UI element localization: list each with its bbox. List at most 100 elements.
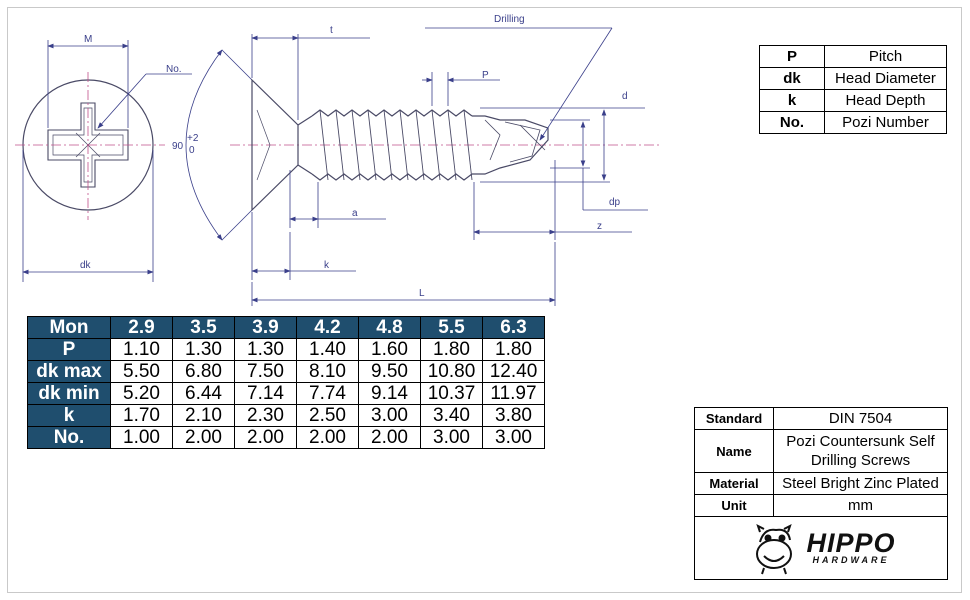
standard-label: Standard <box>694 407 774 430</box>
table-cell: 3.00 <box>420 426 483 449</box>
info-table: Standard DIN 7504 Name Pozi Countersunk … <box>694 407 948 580</box>
table-cell: 1.80 <box>482 338 545 361</box>
info-row-name: Name Pozi Countersunk Self Drilling Scre… <box>694 429 948 473</box>
legend-key: No. <box>759 111 825 134</box>
label-t: t <box>330 25 333 36</box>
material-label: Material <box>694 472 774 495</box>
dimension-m <box>47 40 129 128</box>
table-cell: 2.00 <box>172 426 235 449</box>
center-lines <box>15 72 660 220</box>
spec-table: Mon 2.9 3.5 3.9 4.2 4.8 5.5 6.3 P 1.10 1… <box>27 316 545 449</box>
row-label: k <box>27 404 111 427</box>
table-cell: 1.40 <box>296 338 359 361</box>
table-cell: 5.20 <box>110 382 173 405</box>
label-l: L <box>419 288 425 299</box>
brand: HIPPO HARDWARE <box>695 520 947 576</box>
label-angle-tol-upper: +2 <box>187 133 199 144</box>
label-k: k <box>324 260 330 271</box>
table-cell: 10.37 <box>420 382 483 405</box>
row-label: No. <box>27 426 111 449</box>
table-cell: 1.60 <box>358 338 421 361</box>
spec-size: 2.9 <box>110 316 173 339</box>
legend-value: Pitch <box>824 45 947 68</box>
name-label: Name <box>694 429 774 473</box>
table-cell: 2.10 <box>172 404 235 427</box>
brand-name: HIPPO <box>806 528 896 558</box>
table-cell: 2.30 <box>234 404 297 427</box>
spec-size: 6.3 <box>482 316 545 339</box>
table-cell: 11.97 <box>482 382 545 405</box>
table-cell: 9.50 <box>358 360 421 383</box>
screw-dimensions <box>251 27 648 306</box>
table-cell: 7.14 <box>234 382 297 405</box>
info-row-standard: Standard DIN 7504 <box>694 407 948 430</box>
info-row-unit: Unit mm <box>694 494 948 517</box>
table-cell: 2.00 <box>296 426 359 449</box>
table-cell: 3.00 <box>482 426 545 449</box>
legend-key: k <box>759 89 825 112</box>
spec-header-row: Mon 2.9 3.5 3.9 4.2 4.8 5.5 6.3 <box>27 316 545 339</box>
table-cell: 7.74 <box>296 382 359 405</box>
table-row: k 1.70 2.10 2.30 2.50 3.00 3.40 3.80 <box>27 404 545 427</box>
legend-value: Head Depth <box>824 89 947 112</box>
table-cell: 1.30 <box>234 338 297 361</box>
legend-value: Head Diameter <box>824 67 947 90</box>
brand-text: HIPPO HARDWARE <box>806 528 896 566</box>
row-label: dk max <box>27 360 111 383</box>
table-cell: 10.80 <box>420 360 483 383</box>
label-dk: dk <box>80 260 92 271</box>
table-cell: 6.80 <box>172 360 235 383</box>
legend-row: No. Pozi Number <box>759 111 947 134</box>
hippo-mascot-icon <box>756 524 793 575</box>
info-row-material: Material Steel Bright Zinc Plated <box>694 472 948 495</box>
leader-no <box>97 73 192 129</box>
legend-row: k Head Depth <box>759 89 947 112</box>
legend-key: P <box>759 45 825 68</box>
angle-arc <box>185 49 253 241</box>
table-row: P 1.10 1.30 1.30 1.40 1.60 1.80 1.80 <box>27 338 545 361</box>
label-dp: dp <box>609 197 621 208</box>
drawing-frame <box>7 7 962 593</box>
table-cell: 3.40 <box>420 404 483 427</box>
legend-key: dk <box>759 67 825 90</box>
dimension-dk <box>22 150 154 282</box>
table-cell: 8.10 <box>296 360 359 383</box>
table-cell: 9.14 <box>358 382 421 405</box>
label-drilling: Drilling <box>494 14 525 25</box>
label-z: z <box>597 221 602 232</box>
standard-value: DIN 7504 <box>773 407 948 430</box>
label-d: d <box>622 91 628 102</box>
table-cell: 7.50 <box>234 360 297 383</box>
table-cell: 2.50 <box>296 404 359 427</box>
brand-sub: HARDWARE <box>812 555 890 565</box>
label-angle: 90 <box>172 141 184 152</box>
table-cell: 3.00 <box>358 404 421 427</box>
table-cell: 1.10 <box>110 338 173 361</box>
name-value: Pozi Countersunk Self Drilling Screws <box>773 429 948 473</box>
unit-label: Unit <box>694 494 774 517</box>
label-p: P <box>482 70 489 81</box>
material-value: Steel Bright Zinc Plated <box>773 472 948 495</box>
unit-value: mm <box>773 494 948 517</box>
info-row-logo: HIPPO HARDWARE <box>694 516 948 580</box>
table-cell: 12.40 <box>482 360 545 383</box>
spec-size: 4.2 <box>296 316 359 339</box>
row-label: P <box>27 338 111 361</box>
legend-table: P Pitch dk Head Diameter k Head Depth No… <box>759 45 947 134</box>
table-cell: 1.70 <box>110 404 173 427</box>
spec-size: 4.8 <box>358 316 421 339</box>
table-cell: 1.30 <box>172 338 235 361</box>
spec-size: 5.5 <box>420 316 483 339</box>
legend-row: P Pitch <box>759 45 947 68</box>
table-cell: 5.50 <box>110 360 173 383</box>
table-cell: 3.80 <box>482 404 545 427</box>
table-cell: 1.80 <box>420 338 483 361</box>
legend-row: dk Head Diameter <box>759 67 947 90</box>
table-cell: 6.44 <box>172 382 235 405</box>
spec-size: 3.9 <box>234 316 297 339</box>
table-row: dk max 5.50 6.80 7.50 8.10 9.50 10.80 12… <box>27 360 545 383</box>
screw-side-view <box>251 78 549 212</box>
label-a: a <box>352 208 358 219</box>
name-value-line2: Drilling Screws <box>810 452 911 469</box>
